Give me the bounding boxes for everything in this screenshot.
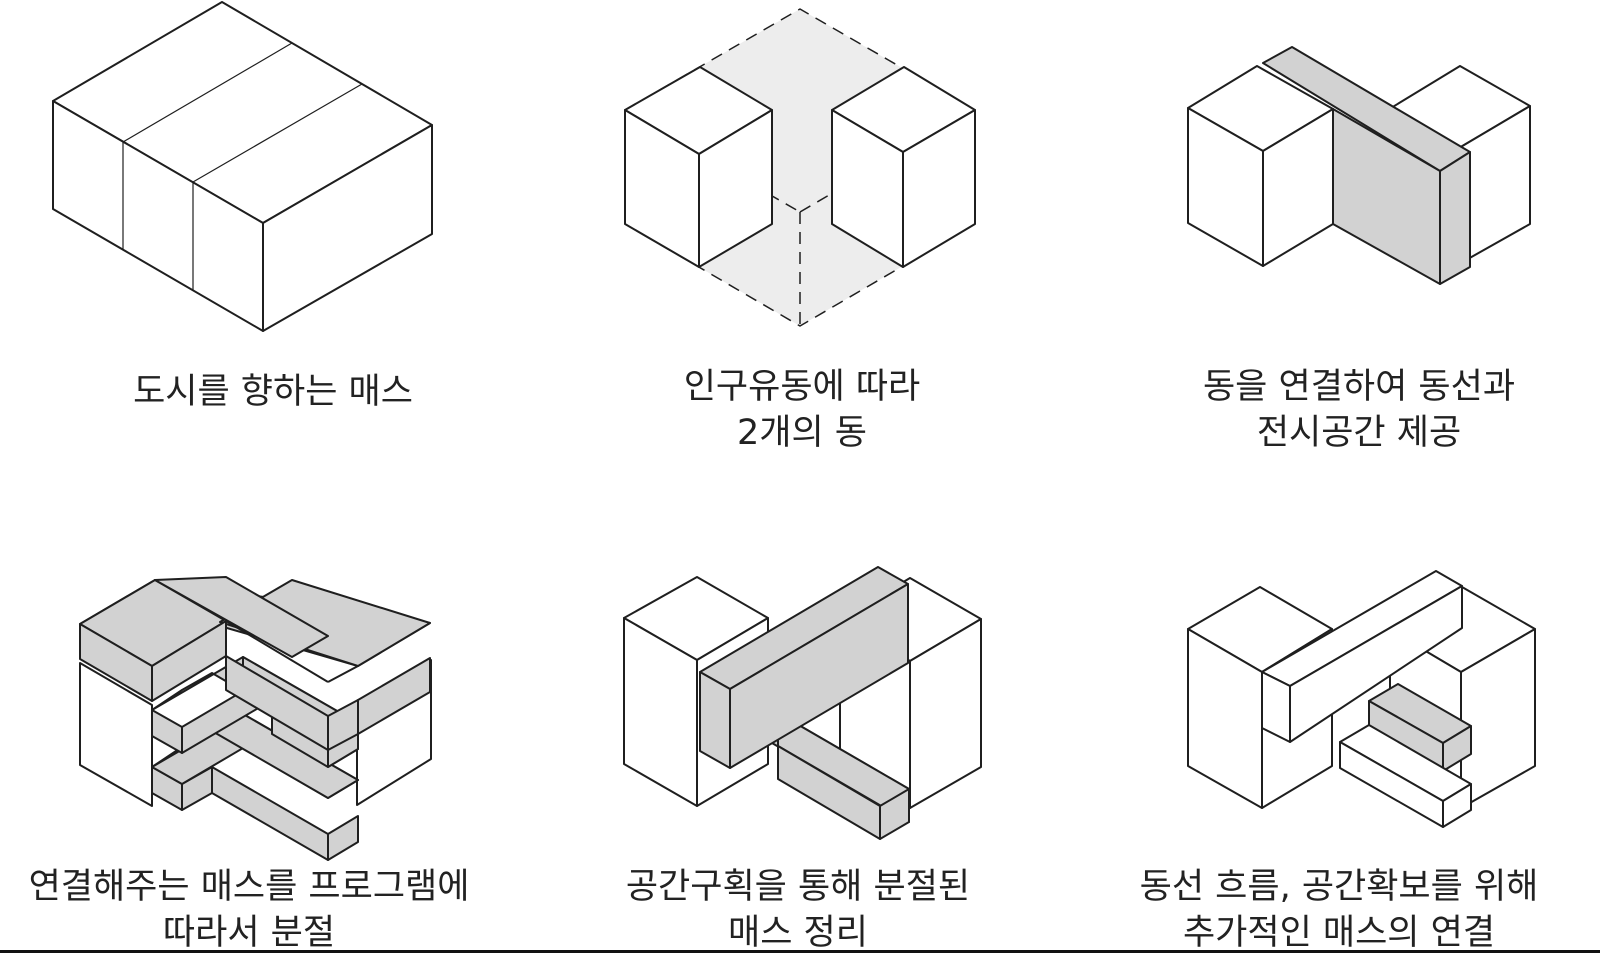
- caption-line: 공간구획을 통해 분절된: [625, 867, 971, 907]
- caption-diagram-3: 동을 연결하여 동선과 전시공간 제공: [1089, 364, 1600, 456]
- diagram-1-mass: [52, 1, 433, 332]
- caption-diagram-4: 연결해주는 매스를 프로그램에 따라서 분절: [0, 864, 519, 956]
- diagram-2-two-buildings: [624, 8, 976, 327]
- diagram-6-additional: [1187, 570, 1536, 828]
- caption-diagram-2: 인구유동에 따라 2개의 동: [532, 364, 1072, 456]
- caption-diagram-6: 동선 흐름, 공간확보를 위해 추가적인 매스의 연결: [1069, 864, 1600, 956]
- diagram-4-divided: [79, 576, 432, 861]
- caption-line: 인구유동에 따라: [683, 367, 921, 407]
- caption-line: 동을 연결하여 동선과: [1202, 367, 1516, 407]
- caption-line: 동선 흐름, 공간확보를 위해: [1139, 867, 1539, 907]
- caption-line: 연결해주는 매스를 프로그램에: [28, 867, 470, 907]
- caption-diagram-1: 도시를 향하는 매스: [3, 369, 543, 415]
- diagram-3-connected: [1187, 46, 1531, 285]
- diagram-5-organized: [623, 566, 982, 840]
- caption-line: 매스 정리: [728, 913, 868, 953]
- caption-line: 전시공간 제공: [1256, 413, 1462, 453]
- frame-bottom-border: [0, 950, 1600, 953]
- caption-line: 2개의 동: [737, 413, 867, 453]
- caption-line: 따라서 분절: [162, 913, 336, 953]
- caption-line: 도시를 향하는 매스: [133, 372, 413, 412]
- caption-line: 추가적인 매스의 연결: [1182, 913, 1496, 953]
- caption-diagram-5: 공간구획을 통해 분절된 매스 정리: [528, 864, 1068, 956]
